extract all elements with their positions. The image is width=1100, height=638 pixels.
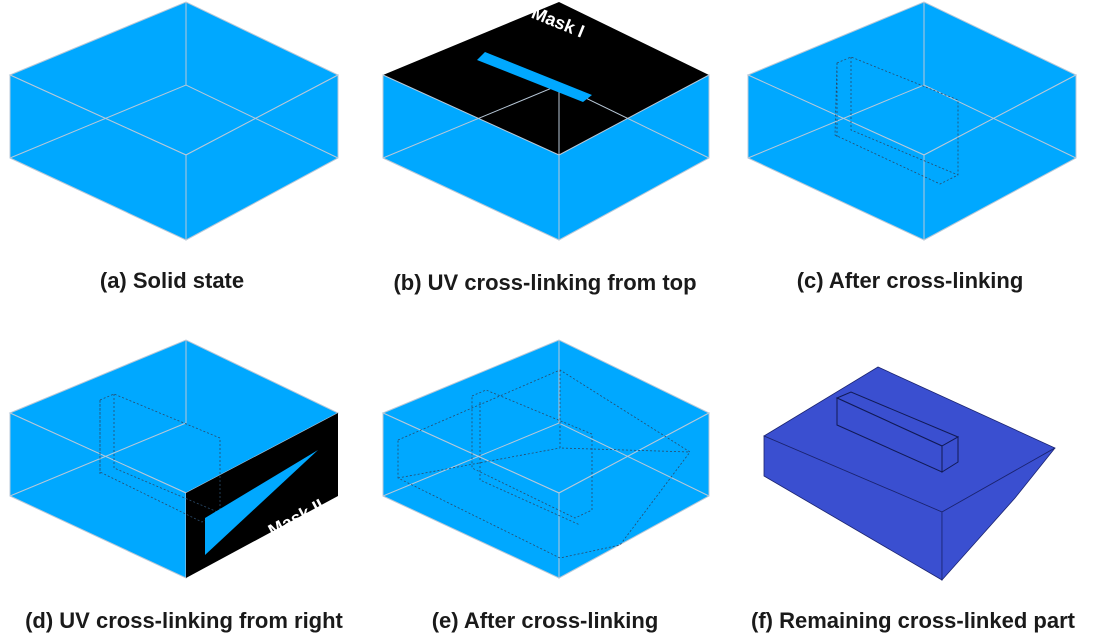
panel-d: Mask II (d) UV cross-linking from right [8,339,344,633]
caption-f: (f) Remaining cross-linked part [751,608,1076,633]
mask-window [205,450,318,555]
caption-a: (a) Solid state [100,268,244,293]
caption-c: (c) After cross-linking [797,268,1024,293]
solid-block [8,1,340,241]
panel-b: Mask I (b) UV cross-linking from top [382,2,710,295]
solid-block-hidden-slab [746,1,1078,241]
panel-f: (f) Remaining cross-linked part [751,366,1076,633]
panel-a: (a) Solid state [8,1,340,293]
solid-block-hidden-intersection [381,339,711,579]
masked-block [382,2,710,241]
panel-c: (c) After cross-linking [746,1,1078,293]
caption-d: (d) UV cross-linking from right [25,608,343,633]
caption-e: (e) After cross-linking [432,608,659,633]
panel-e: (e) After cross-linking [381,339,711,633]
crosslinked-part [763,366,1056,582]
caption-b: (b) UV cross-linking from top [393,270,696,295]
side-masked-block [8,339,340,579]
mask-slit [477,52,592,102]
